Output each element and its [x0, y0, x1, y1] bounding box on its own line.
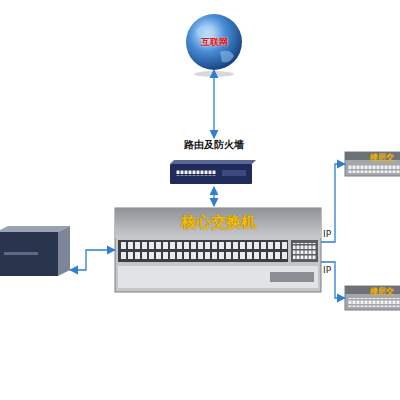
floor-switch-ports [348, 164, 400, 173]
router-firewall: 路由及防火墙 [170, 138, 258, 187]
network-link [321, 164, 345, 242]
node-text: 核心交换机 [115, 213, 321, 232]
node-text: 路由及防火墙 [170, 138, 258, 152]
core-switch-front [118, 266, 318, 288]
router-top [170, 160, 256, 164]
network-link [70, 250, 115, 270]
floor-switch-ports [348, 298, 400, 307]
server [0, 226, 70, 276]
core-switch-body [115, 208, 321, 292]
globe-land [220, 51, 234, 63]
core-switch-top [115, 208, 321, 238]
core-switch: 核心交换机 [115, 206, 321, 292]
server-top [0, 226, 70, 232]
server-front [0, 232, 58, 276]
core-switch-sfp-bay [291, 240, 318, 262]
core-switch-port-bay [118, 240, 288, 262]
globe-node: 互联网 [186, 14, 242, 70]
link-label: IP [323, 265, 331, 275]
floor-switch: 楼层交 [345, 284, 400, 312]
floor-switch-body [345, 286, 400, 310]
router-ports [176, 170, 216, 176]
floor-switch-body [345, 152, 400, 176]
core-switch-module [270, 272, 314, 282]
globe [186, 14, 242, 70]
node-text: 互联网 [201, 36, 228, 49]
router-panel [222, 170, 246, 176]
network-link [213, 70, 214, 138]
router-body [170, 164, 252, 184]
floor-switch: 楼层交 [345, 150, 400, 178]
link-label: IP [323, 229, 331, 239]
server-side [58, 226, 70, 276]
network-link [213, 187, 214, 206]
globe-shadow [194, 71, 234, 77]
node-text: 楼层交 [370, 152, 400, 163]
node-text: 楼层交 [370, 286, 400, 297]
core-switch-sfp [293, 243, 316, 259]
core-switch-ports [120, 241, 288, 261]
server-slot [4, 252, 38, 255]
network-link [321, 262, 345, 298]
